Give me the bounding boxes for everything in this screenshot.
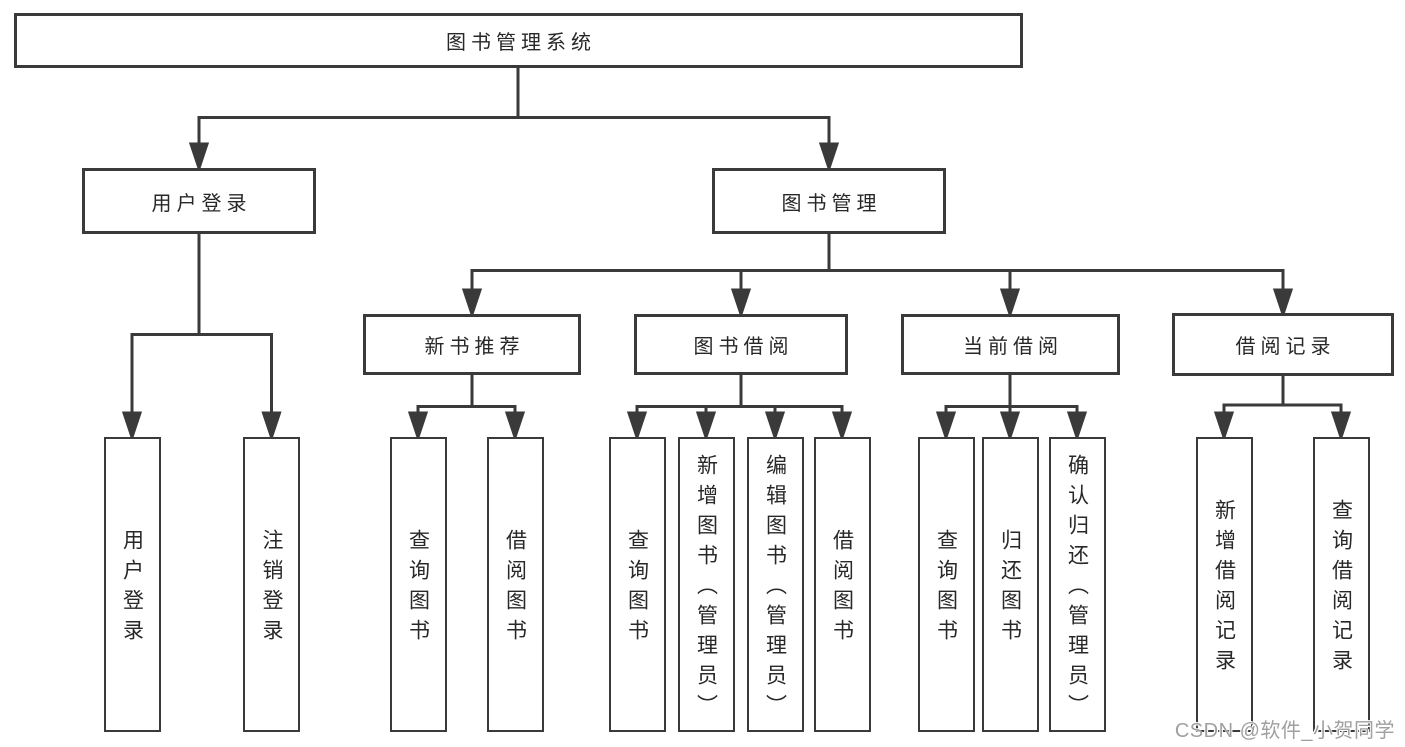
connector-current-borrow-to-leaves <box>935 374 1088 442</box>
leaf-user-login: 用户登录 <box>103 437 161 732</box>
leaf-current-return-books: 归还图书 <box>981 437 1039 732</box>
connector-root-to-level2 <box>188 68 840 173</box>
connector-borrow-records-to-leaves <box>1213 375 1352 442</box>
leaf-recommend-borrow-books: 借阅图书 <box>486 437 544 732</box>
leaf-current-confirm-return-admin: 确认归还（管理员） <box>1048 437 1106 732</box>
leaf-recommend-query-books: 查询图书 <box>389 437 447 732</box>
leaf-records-query-borrow-record: 查询借阅记录 <box>1312 437 1370 732</box>
node-user-login: 用户登录 <box>82 168 316 234</box>
csdn-watermark: CSDN @软件_小贺同学 <box>1174 720 1395 742</box>
node-root-library-management-system: 图书管理系统 <box>14 13 1023 68</box>
node-borrow-records: 借阅记录 <box>1172 313 1394 376</box>
node-book-management: 图书管理 <box>712 168 946 234</box>
leaf-current-query-books: 查询图书 <box>917 437 975 732</box>
connector-book-management-to-level3 <box>461 233 1294 319</box>
leaf-borrow-borrow-books: 借阅图书 <box>813 437 871 732</box>
node-book-borrow: 图书借阅 <box>634 314 848 375</box>
leaf-records-add-borrow-record: 新增借阅记录 <box>1195 437 1253 732</box>
leaf-borrow-edit-books-admin: 编辑图书（管理员） <box>746 437 804 732</box>
connector-user-login-to-leaves <box>121 233 282 442</box>
node-new-book-recommend: 新书推荐 <box>363 314 581 375</box>
node-current-borrow: 当前借阅 <box>901 314 1120 375</box>
leaf-logout-login: 注销登录 <box>243 437 300 732</box>
leaf-borrow-query-books: 查询图书 <box>608 437 666 732</box>
leaf-borrow-add-books-admin: 新增图书（管理员） <box>677 437 735 732</box>
connector-new-book-recommend-to-leaves <box>407 374 526 442</box>
connector-book-borrow-to-leaves <box>626 374 853 442</box>
